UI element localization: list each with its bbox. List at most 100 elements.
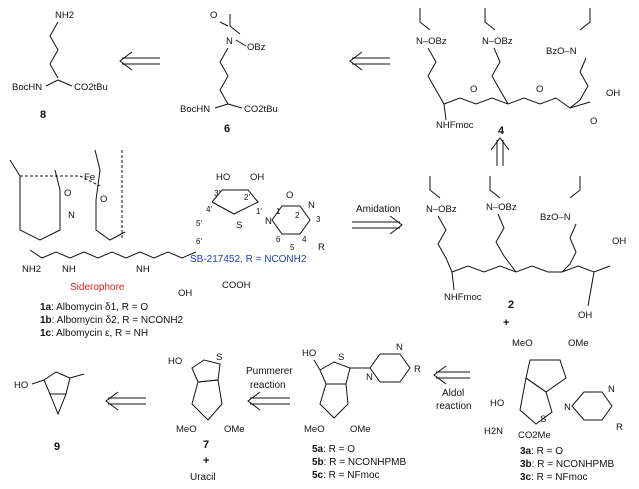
bochn-label: BocHN (180, 104, 210, 115)
svg-text:R: R (414, 364, 421, 375)
svg-text:3c: R = NFmoc: 3c: R = NFmoc (520, 472, 588, 483)
svg-text:S: S (236, 220, 242, 231)
compound-number-4: 4 (498, 125, 505, 137)
svg-text:OH: OH (606, 88, 620, 99)
sb-label: SB-217452, R = NCONH2 (190, 254, 307, 265)
svg-text:S: S (216, 352, 222, 363)
svg-text:O: O (100, 194, 107, 205)
svg-text:reaction: reaction (436, 401, 472, 412)
svg-text:CO2Me: CO2Me (518, 430, 551, 441)
svg-text:2: 2 (295, 211, 300, 220)
bochn-label: BocHN (12, 82, 42, 93)
svg-text:3': 3' (214, 189, 220, 198)
aldol-arrow: Aldol reaction (433, 365, 472, 412)
compound-8: NH2 BocHN CO2tBu 8 (12, 10, 108, 121)
compound-2: N–OBz N–OBz BzO–N NHFmoc OH OH 2 + (426, 176, 626, 329)
compound-number-9: 9 (54, 441, 60, 453)
svg-text:N–OBz: N–OBz (482, 36, 513, 47)
svg-text:5b: R = NCONHPMB: 5b: R = NCONHPMB (312, 457, 407, 468)
ester-label: CO2tBu (244, 104, 278, 115)
fe-label: Fe (84, 172, 95, 183)
albomycin-variants: 1a: Albomycin δ1, R = O 1b: Albomycin δ2… (40, 302, 184, 339)
siderophore-label: Siderophore (70, 282, 125, 293)
amine-label: NH2 (55, 10, 74, 21)
svg-text:1b: Albomycin δ2, R = NCONH2: 1b: Albomycin δ2, R = NCONH2 (40, 315, 184, 326)
retro-arrow-4 (105, 391, 146, 411)
svg-text:MeO: MeO (512, 338, 533, 349)
svg-text:3a: R = O: 3a: R = O (520, 446, 563, 457)
svg-text:N: N (68, 210, 75, 221)
pummerer-arrow: Pummerer reaction (246, 366, 293, 411)
svg-text:O: O (286, 190, 293, 201)
compound-9: HO 9 (14, 371, 85, 453)
svg-text:O: O (470, 84, 477, 95)
svg-text:OMe: OMe (224, 424, 245, 435)
svg-text:OH: OH (250, 172, 264, 183)
svg-text:N: N (564, 402, 571, 413)
compound-number-2: 2 (508, 299, 514, 311)
svg-text:6: 6 (276, 235, 281, 244)
plus-sign: + (503, 317, 509, 329)
svg-text:HO: HO (216, 172, 230, 183)
albomycin-structure: Fe N O O NH2 NH NH OH COOH Siderophore H… (9, 149, 325, 299)
svg-text:1c: Albomycin ε, R = NH: 1c: Albomycin ε, R = NH (40, 328, 148, 339)
svg-text:HO: HO (302, 348, 316, 359)
svg-text:Uracil: Uracil (190, 472, 216, 483)
svg-text:O: O (210, 10, 217, 21)
svg-text:Amidation: Amidation (356, 204, 400, 215)
svg-text:OMe: OMe (350, 424, 371, 435)
svg-text:5: 5 (290, 243, 295, 252)
svg-text:BzO–N: BzO–N (540, 212, 571, 223)
svg-text:reaction: reaction (250, 380, 286, 391)
retro-arrow-3 (490, 137, 510, 166)
compound-number-7: 7 (203, 439, 209, 451)
svg-text:NHFmoc: NHFmoc (436, 120, 474, 131)
svg-text:OH: OH (178, 288, 192, 299)
svg-text:OH: OH (578, 310, 592, 321)
svg-text:N: N (366, 372, 373, 383)
svg-text:MeO: MeO (176, 424, 197, 435)
svg-text:S: S (338, 352, 344, 363)
svg-text:3: 3 (316, 215, 321, 224)
svg-text:5a: R = O: 5a: R = O (312, 444, 355, 455)
svg-text:1: 1 (276, 207, 281, 216)
svg-text:N: N (608, 384, 615, 395)
svg-text:1': 1' (256, 207, 262, 216)
svg-text:NHFmoc: NHFmoc (444, 292, 482, 303)
compound-number-8: 8 (40, 109, 46, 121)
svg-text:4': 4' (206, 205, 212, 214)
amidation-arrow: Amidation (352, 204, 403, 235)
svg-text:MeO: MeO (304, 424, 325, 435)
svg-text:Pummerer: Pummerer (246, 366, 293, 377)
retro-arrow-1 (119, 51, 160, 71)
ester-label: CO2tBu (74, 82, 108, 93)
svg-text:HO: HO (490, 398, 504, 409)
compound-5: HO S N N R MeO OMe 5a: R = O 5b: R = NCO… (302, 342, 421, 481)
svg-text:+: + (203, 455, 209, 467)
svg-text:5': 5' (196, 219, 202, 228)
svg-text:3b: R = NCONHPMB: 3b: R = NCONHPMB (520, 459, 615, 470)
svg-text:Aldol: Aldol (442, 388, 464, 399)
svg-text:NH2: NH2 (22, 264, 41, 275)
svg-text:H2N: H2N (484, 426, 503, 437)
svg-text:5c: R = NFmoc: 5c: R = NFmoc (312, 470, 380, 481)
svg-text:S: S (540, 414, 546, 425)
svg-text:COOH: COOH (222, 280, 251, 291)
svg-text:O: O (64, 188, 71, 199)
svg-text:2': 2' (244, 193, 250, 202)
svg-text:O: O (536, 84, 543, 95)
svg-text:OMe: OMe (568, 338, 589, 349)
svg-text:6': 6' (196, 237, 202, 246)
svg-text:4: 4 (302, 235, 307, 244)
svg-text:N–OBz: N–OBz (486, 202, 517, 213)
svg-text:N: N (308, 200, 315, 211)
svg-text:HO: HO (14, 380, 28, 391)
compound-7: HO S MeO OMe 7 + Uracil (168, 352, 245, 483)
svg-text:N: N (396, 342, 403, 353)
svg-text:N–OBz: N–OBz (416, 36, 447, 47)
obz-label: OBz (247, 42, 266, 53)
svg-text:R: R (616, 422, 623, 433)
svg-text:BzO–N: BzO–N (546, 46, 577, 57)
compound-number-6: 6 (224, 123, 230, 135)
